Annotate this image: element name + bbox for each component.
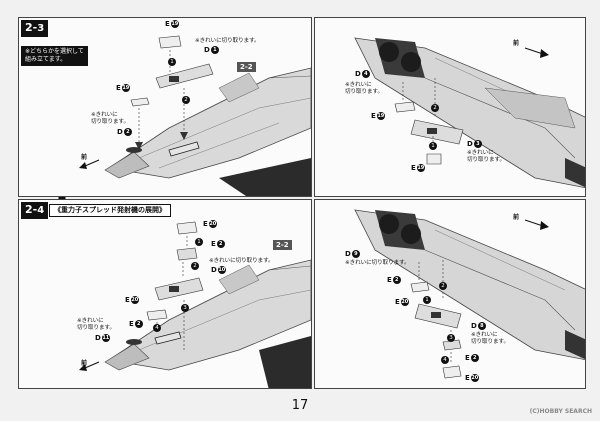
front-direction-label: 前	[81, 154, 88, 161]
cut-cleanly-callout-left: ※きれいに 切り取ります。	[91, 112, 129, 125]
step-number-2-3: 2-3	[21, 20, 49, 37]
cut-cleanly-callout-right: ※きれいに 切り取ります。	[471, 332, 509, 345]
ship-drawing-2-4	[79, 221, 311, 388]
cut-cleanly-callout-left: ※きれいに 切り取ります。	[345, 82, 383, 95]
front-direction-label: 前	[513, 40, 520, 47]
step-order-3: 3	[447, 334, 455, 342]
step-title: 《重力子スプレッド発射機の展開》	[49, 204, 171, 217]
cut-cleanly-callout-top: ※きれいに切り取ります。	[195, 38, 260, 44]
step-order-4: 4	[153, 324, 161, 332]
step-order-2: 2	[439, 282, 447, 290]
page-number: 17	[291, 398, 309, 413]
front-direction-label: 前	[81, 360, 88, 367]
choose-one-note: ※どちらかを選択して 組み立てます。	[21, 46, 88, 66]
cut-cleanly-callout-left: ※きれいに切り取ります。	[345, 260, 410, 266]
watermark: (C)HOBBY SEARCH	[529, 408, 592, 415]
reference-badge-2-2: 2-2	[237, 62, 256, 72]
cut-cleanly-callout-right: ※きれいに 切り取ります。	[467, 150, 505, 163]
ship-rear-drawing-2-3	[354, 37, 585, 189]
step-number-2-4: 2-4	[21, 202, 49, 219]
ship-drawing-2-3	[79, 35, 311, 196]
reference-badge-2-2: 2-2	[273, 240, 292, 250]
cut-cleanly-callout-top: ※きれいに切り取ります。	[209, 258, 274, 264]
step-order-2: 2	[431, 104, 439, 112]
cut-cleanly-callout-left: ※きれいに 切り取ります。	[77, 318, 115, 331]
step-order-4: 4	[441, 356, 449, 364]
step-order-1: 1	[168, 58, 176, 66]
ship-rear-drawing-2-4	[354, 209, 585, 379]
step-order-1: 1	[423, 296, 431, 304]
step-order-1: 1	[195, 238, 203, 246]
front-direction-label: 前	[513, 214, 520, 221]
step-order-2: 2	[182, 96, 190, 104]
step-order-2: 2	[191, 262, 199, 270]
step-order-1: 1	[429, 142, 437, 150]
step-order-3: 3	[181, 304, 189, 312]
